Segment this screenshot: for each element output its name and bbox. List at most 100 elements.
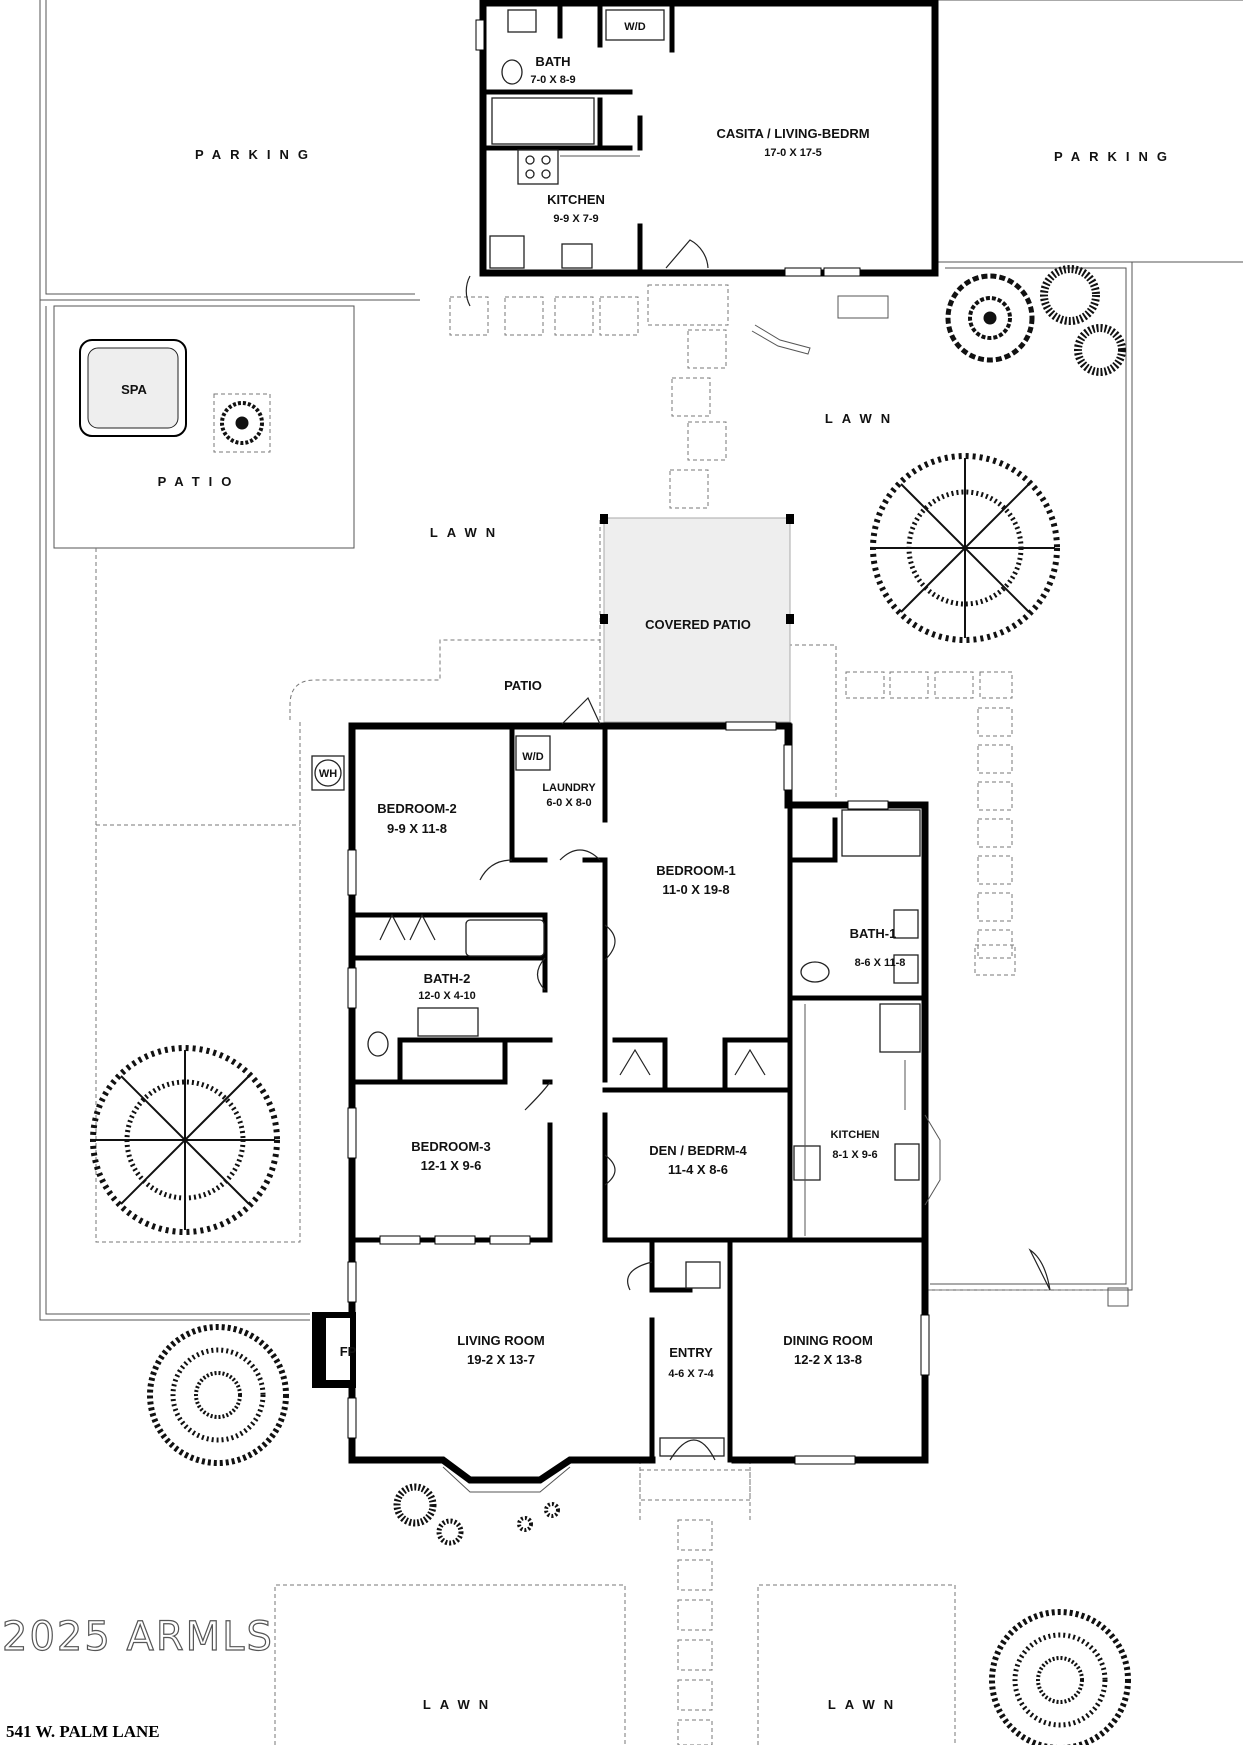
- tree-icon: [90, 1045, 280, 1235]
- covered-patio-post: [786, 514, 794, 524]
- entry-label: ENTRY: [669, 1345, 713, 1360]
- casita-window: [823, 267, 861, 277]
- bedroom2-door[interactable]: [479, 859, 513, 881]
- site-boundaries: [39, 0, 1243, 1321]
- parking-left-label: PARKING: [195, 147, 317, 162]
- tree-icon: [989, 1609, 1131, 1745]
- closet-doors-bedroom1[interactable]: [734, 1048, 766, 1076]
- casita-door[interactable]: [665, 239, 709, 269]
- side-path-dashed: [788, 644, 837, 800]
- lawn-right-label: LAWN: [825, 411, 899, 426]
- bath1-label: BATH-1: [850, 926, 897, 941]
- address: 541 W. PALM LANE: [6, 1722, 160, 1741]
- closet-doors-bedroom2[interactable]: [379, 913, 406, 941]
- water-heater-icon: [314, 759, 342, 787]
- stone: [977, 744, 1013, 774]
- casita: [465, 0, 939, 307]
- stone: [977, 707, 1013, 737]
- casita-shower-icon: [491, 97, 595, 145]
- spa-inner: [87, 347, 179, 429]
- covered-patio-label: COVERED PATIO: [645, 617, 751, 632]
- bathtub-icon: [465, 919, 545, 957]
- stone: [671, 377, 711, 417]
- bath2-toilet-icon: [367, 1031, 389, 1057]
- watermark: 2025 ARMLS: [2, 1614, 274, 1660]
- window: [347, 849, 357, 896]
- bedroom2-label: BEDROOM-2: [377, 801, 456, 816]
- stone: [934, 671, 974, 699]
- front-stone: [677, 1639, 713, 1671]
- lawn-bottom-left-label: LAWN: [423, 1697, 497, 1712]
- main-house: [311, 696, 1051, 1493]
- bedroom3-dim: 12-1 X 9-6: [421, 1158, 482, 1173]
- yard-boundary-left: [39, 300, 310, 1321]
- stone: [554, 296, 594, 336]
- patio-spa-label: PATIO: [158, 474, 241, 489]
- bedroom1-label: BEDROOM-1: [656, 863, 735, 878]
- wd-box-laundry: [515, 735, 551, 771]
- covered-patio-area: [603, 517, 791, 723]
- covered-patio-post: [600, 614, 608, 624]
- kitchen-sink-icon: [894, 1143, 920, 1181]
- front-door[interactable]: [669, 1439, 716, 1461]
- wh-label: WH: [319, 768, 337, 780]
- trees: [90, 265, 1131, 1745]
- closet-door[interactable]: [627, 1261, 653, 1291]
- bath2-door[interactable]: [536, 957, 546, 991]
- laundry-wd-label: W/D: [522, 751, 543, 763]
- patio-door[interactable]: [561, 696, 601, 725]
- lawn-center-label: LAWN: [430, 525, 504, 540]
- stone: [647, 284, 729, 326]
- bath1-dim: 8-6 X 11-8: [855, 957, 906, 969]
- stone: [504, 296, 544, 336]
- casita-window: [784, 267, 822, 277]
- burner-icon: [541, 169, 551, 179]
- casita-side-door[interactable]: [465, 275, 471, 307]
- kitchen-label: KITCHEN: [831, 1129, 880, 1141]
- kitchen-stove-icon: [793, 1145, 821, 1181]
- shrub-icon: [1040, 265, 1100, 325]
- casita-kitchen-dim: 9-9 X 7-9: [553, 213, 598, 225]
- bath1-sink-icon: [893, 909, 919, 939]
- bedroom1-dim: 11-0 X 19-8: [662, 882, 729, 897]
- casita-living-label: CASITA / LIVING-BEDRM: [716, 126, 869, 141]
- fireplace-label: FP: [340, 1344, 357, 1359]
- left-lawn-dashed: [95, 548, 301, 1243]
- stone: [599, 296, 639, 336]
- bath1-sink-icon: [893, 954, 919, 984]
- dining-dim: 12-2 X 13-8: [794, 1352, 862, 1367]
- window: [434, 1235, 476, 1245]
- kitchen-dim: 8-1 X 9-6: [832, 1149, 877, 1161]
- planter-box: [213, 393, 271, 453]
- window: [794, 1455, 856, 1465]
- garden-bench: [751, 324, 811, 355]
- front-stone: [677, 1559, 713, 1591]
- front-step: [639, 1469, 751, 1501]
- den-dim: 11-4 X 8-6: [668, 1162, 728, 1177]
- laundry-door[interactable]: [559, 849, 601, 861]
- yard-boundary-right-inner: [930, 267, 1127, 1285]
- den-door[interactable]: [604, 1154, 616, 1186]
- window: [347, 1107, 357, 1159]
- gate-door[interactable]: [1028, 1248, 1051, 1291]
- casita-kitchen-label: KITCHEN: [547, 192, 605, 207]
- burner-icon: [525, 169, 535, 179]
- patio-dashed: [289, 639, 600, 720]
- bath2-dim: 12-0 X 4-10: [418, 990, 475, 1002]
- house-wall-left: [348, 722, 656, 1484]
- bedroom3-label: BEDROOM-3: [411, 1139, 490, 1154]
- closet-doors-bedroom1[interactable]: [619, 1048, 651, 1076]
- closet-doors-bedroom2[interactable]: [409, 913, 436, 941]
- front-stone: [677, 1599, 713, 1631]
- bedroom3-door[interactable]: [524, 1081, 551, 1111]
- window: [347, 1261, 357, 1303]
- window: [379, 1235, 421, 1245]
- lawn-bottom-right-label: LAWN: [828, 1697, 902, 1712]
- casita-sink-icon: [507, 9, 537, 33]
- bedroom1-door[interactable]: [604, 924, 616, 961]
- labels: BATH 7-0 X 8-9 CASITA / LIVING-BEDRM 17-…: [121, 21, 1167, 1712]
- casita-step: [837, 295, 889, 319]
- front-stone: [677, 1519, 713, 1551]
- shrub-icon: [517, 1516, 533, 1532]
- bath1-toilet-icon: [800, 961, 830, 983]
